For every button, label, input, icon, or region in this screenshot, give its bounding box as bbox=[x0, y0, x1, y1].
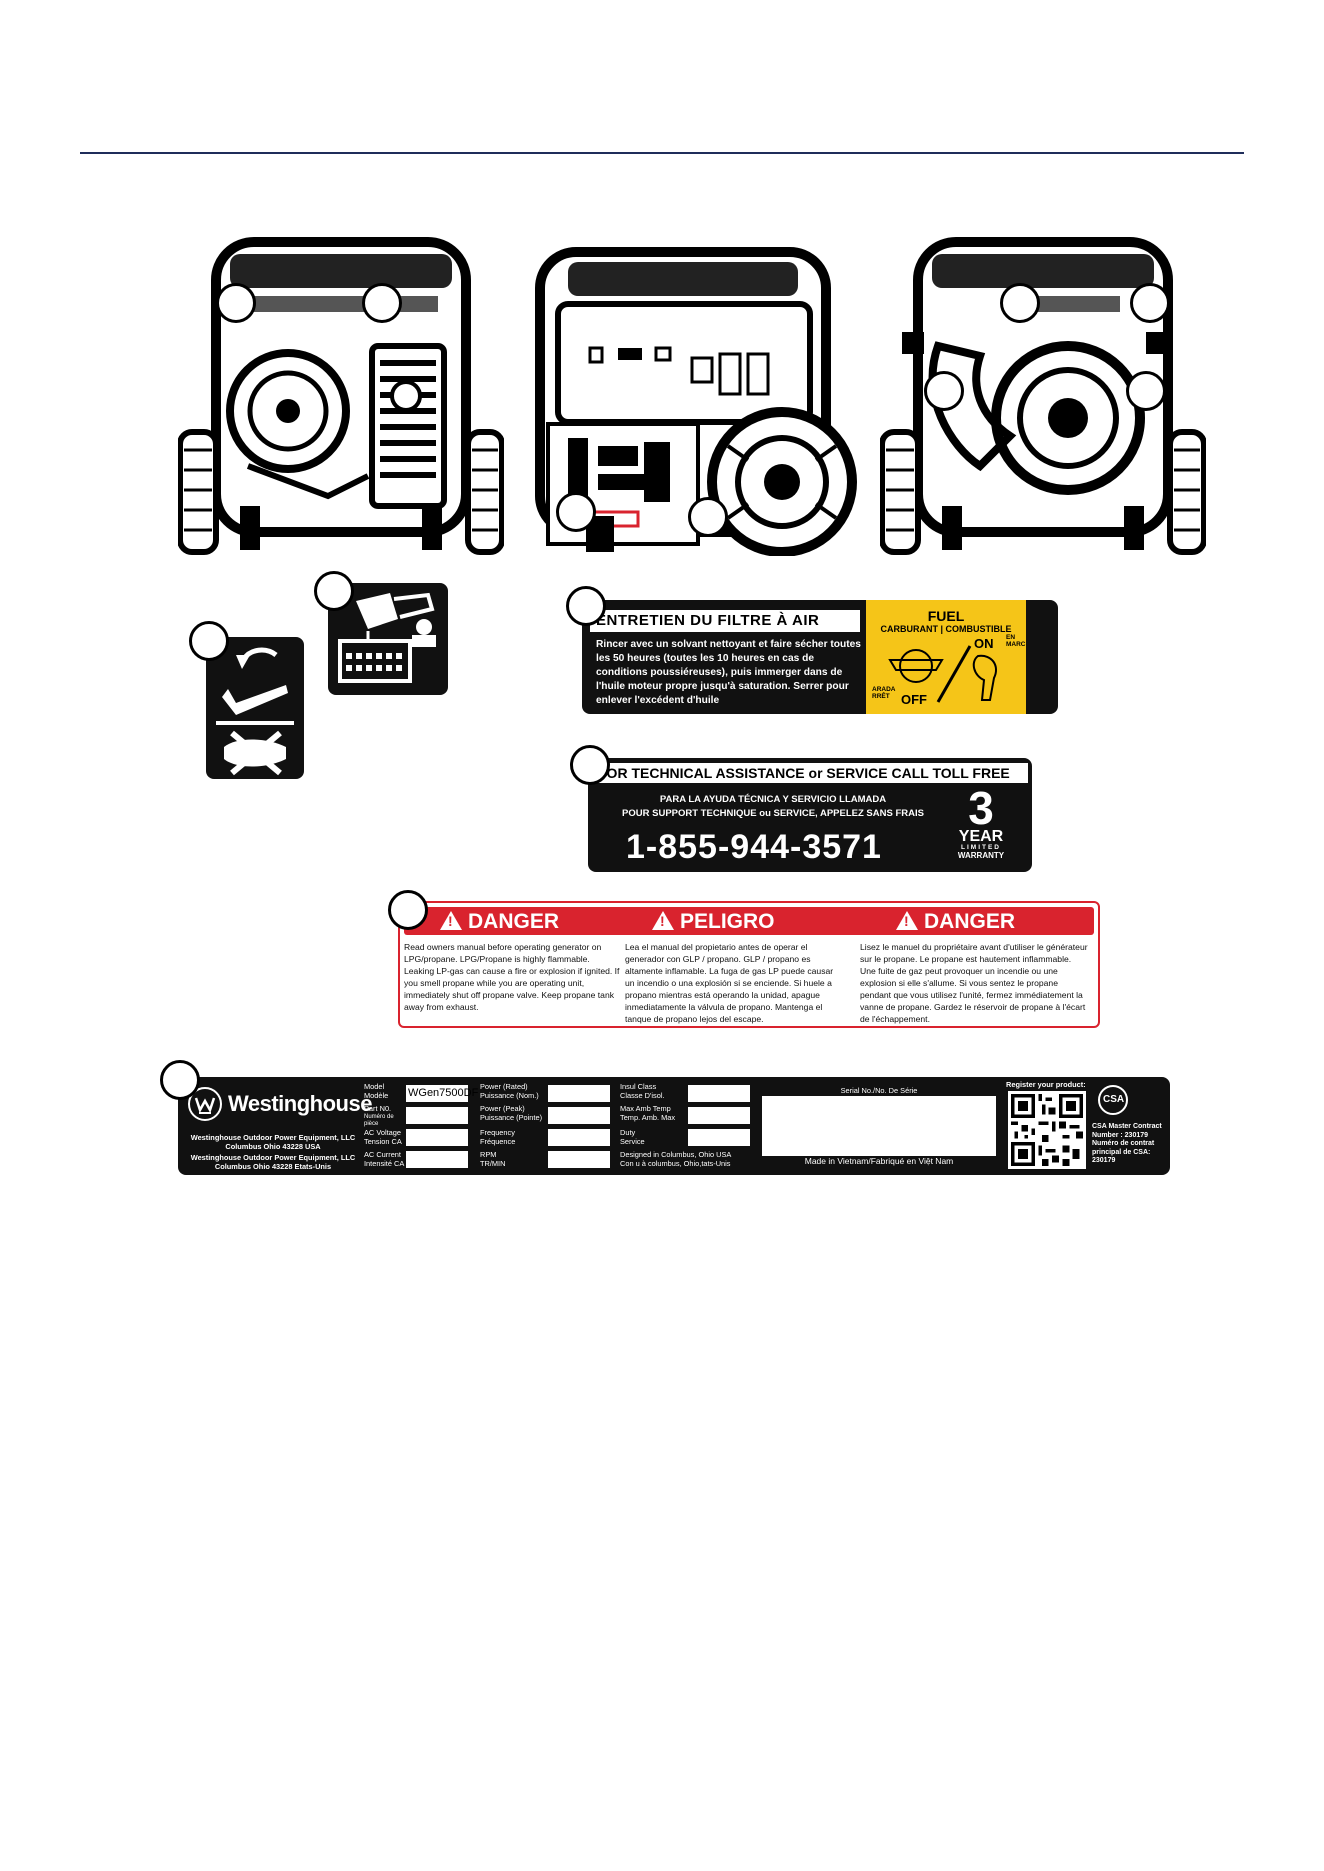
air-filter-cleaning-icon bbox=[338, 592, 436, 683]
serial-number-area: Serial No./No. De Série Made in Vietnam/… bbox=[758, 1086, 1000, 1166]
callout-circle bbox=[1130, 283, 1170, 323]
frequency-value bbox=[548, 1129, 610, 1146]
tech-phone-number: 1-855-944-3571 bbox=[626, 828, 882, 866]
callout-circle bbox=[388, 890, 428, 930]
address-us: Westinghouse Outdoor Power Equipment, LL… bbox=[190, 1133, 356, 1151]
address-fr: Westinghouse Outdoor Power Equipment, LL… bbox=[190, 1153, 356, 1171]
callout-circle bbox=[189, 621, 229, 661]
callout-circle bbox=[566, 586, 606, 626]
fuel-on-alt-text: EN MARC bbox=[1006, 634, 1026, 648]
model-value: WGen7500DF bbox=[406, 1085, 478, 1102]
callout-circle bbox=[556, 492, 596, 532]
warranty-year: YEAR bbox=[958, 828, 1004, 845]
warning-triangle-icon bbox=[440, 911, 462, 930]
choke-icon-label bbox=[206, 637, 304, 779]
fuel-off-text: OFF bbox=[901, 692, 927, 707]
danger-text-es: Lea el manual del propietario antes de o… bbox=[625, 942, 834, 1024]
danger-heading-fr: DANGER bbox=[896, 909, 1015, 934]
csa-contract-text: CSA Master Contract Number : 230179 Numé… bbox=[1092, 1123, 1162, 1165]
callout-circle bbox=[216, 283, 256, 323]
danger-heading-en: DANGER bbox=[440, 909, 559, 934]
fuel-on-text: ON bbox=[974, 636, 994, 651]
air-filter-icon-label bbox=[328, 583, 448, 695]
air-filter-instructions: Rincer avec un solvant nettoyant et fair… bbox=[596, 639, 861, 706]
power-peak-value bbox=[548, 1107, 610, 1124]
air-filter-maintenance-label: ENTRETIEN DU FILTRE À AIR Rincer avec un… bbox=[582, 600, 1058, 714]
westinghouse-logo: Westinghouse bbox=[188, 1087, 372, 1123]
warranty-limited: LIMITED bbox=[961, 844, 1001, 851]
danger-heading-es: PELIGRO bbox=[652, 909, 775, 934]
rpm-value bbox=[548, 1151, 610, 1168]
callout-circle bbox=[924, 371, 964, 411]
callout-circle bbox=[688, 497, 728, 537]
current-value bbox=[406, 1151, 468, 1168]
tech-line-es: PARA LA AYUDA TÉCNICA Y SERVICIO LLAMADA bbox=[659, 794, 887, 805]
fuel-valve-panel: FUEL CARBURANT | COMBUSTIBLE ON EN MARC … bbox=[866, 600, 1026, 714]
warranty-number: 3 bbox=[968, 782, 994, 834]
callout-circle bbox=[1126, 371, 1166, 411]
warning-triangle-icon bbox=[896, 911, 918, 930]
generator-rear-view bbox=[880, 236, 1206, 556]
part-key: Part N0.Numéro de pièce bbox=[364, 1104, 394, 1127]
serial-field bbox=[762, 1096, 996, 1156]
air-filter-title: ENTRETIEN DU FILTRE À AIR bbox=[590, 610, 860, 632]
rating-plate: Westinghouse Westinghouse Outdoor Power … bbox=[178, 1077, 1170, 1175]
made-in: Made in Vietnam/Fabriqué en Việt Nam bbox=[804, 1156, 954, 1166]
header-rule bbox=[80, 152, 1244, 154]
callout-circle bbox=[160, 1060, 200, 1100]
power-rated-key: Power (Rated)Puissance (Nom.) bbox=[480, 1082, 539, 1100]
tech-line-fr: POUR SUPPORT TECHNIQUE ou SERVICE, APPEL… bbox=[622, 808, 924, 819]
fuel-valve-icon bbox=[888, 645, 997, 703]
brand-name: Westinghouse bbox=[228, 1091, 372, 1116]
max-temp-value bbox=[688, 1107, 750, 1124]
qr-code-icon bbox=[1011, 1094, 1083, 1166]
fuel-title: FUEL bbox=[927, 608, 965, 624]
danger-header-bar: DANGER PELIGRO DANGER bbox=[404, 907, 1094, 935]
generator-control-panel-view bbox=[528, 246, 864, 556]
fuel-off-alt-text: ARADA RRÊT bbox=[872, 686, 896, 700]
fuel-subtitle: CARBURANT | COMBUSTIBLE bbox=[880, 624, 1012, 634]
qr-code bbox=[1008, 1091, 1086, 1169]
callout-circle bbox=[570, 745, 610, 785]
technical-assistance-label: FOR TECHNICAL ASSISTANCE or SERVICE CALL… bbox=[588, 758, 1032, 872]
duty-value bbox=[688, 1129, 750, 1146]
choke-lever-icon bbox=[216, 647, 294, 776]
warning-triangle-icon bbox=[652, 911, 674, 930]
csa-logo-icon: CSA bbox=[1098, 1085, 1128, 1115]
callout-circle bbox=[314, 571, 354, 611]
callout-circle bbox=[1000, 283, 1040, 323]
danger-text-en: Read owners manual before operating gene… bbox=[404, 942, 620, 1012]
warranty-word: WARRANTY bbox=[957, 851, 1005, 860]
serial-title: Serial No./No. De Série bbox=[840, 1086, 918, 1095]
insul-class-value bbox=[688, 1085, 750, 1102]
danger-text-fr: Lisez le manuel du propriétaire avant d'… bbox=[860, 942, 1088, 1024]
tech-title: FOR TECHNICAL ASSISTANCE or SERVICE CALL… bbox=[592, 763, 1028, 783]
callout-circle bbox=[362, 283, 402, 323]
register-product-text: Register your product: bbox=[1006, 1080, 1086, 1089]
westinghouse-w-icon bbox=[188, 1087, 222, 1121]
generator-front-view bbox=[178, 236, 504, 556]
part-value bbox=[406, 1107, 468, 1124]
warranty-badge: 3 YEAR LIMITED WARRANTY bbox=[942, 782, 1020, 868]
voltage-value bbox=[406, 1129, 468, 1146]
propane-danger-label: DANGER PELIGRO DANGER Read owners manual… bbox=[398, 901, 1100, 1028]
power-rated-value bbox=[548, 1085, 610, 1102]
power-peak-key: Power (Peak)Puissance (Pointe) bbox=[480, 1104, 543, 1122]
